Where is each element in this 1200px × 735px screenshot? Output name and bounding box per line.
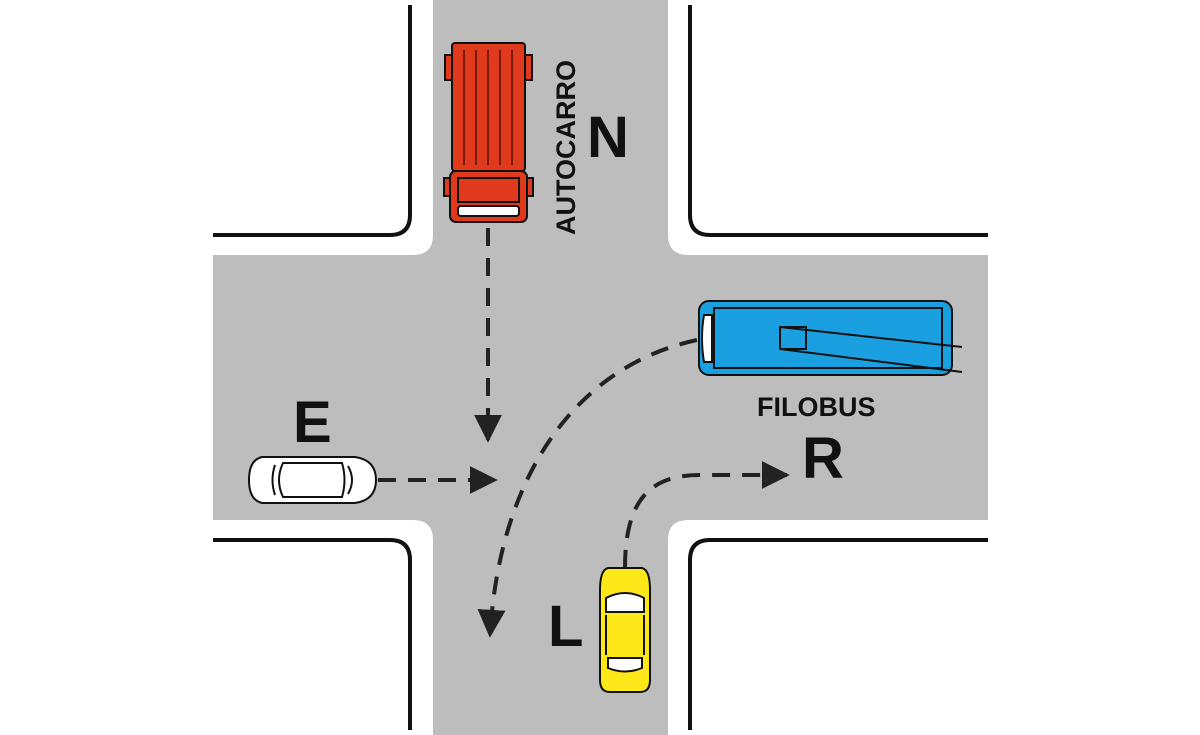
label-r: R <box>802 426 844 491</box>
label-l: L <box>548 594 583 659</box>
yellow-car-path-arrow <box>623 461 790 569</box>
label-autocarro: AUTOCARRO <box>551 60 581 235</box>
trajectories <box>378 228 790 638</box>
truck-autocarro <box>443 42 534 223</box>
trolleybus-path-arrow <box>477 338 698 638</box>
curb-inner <box>213 5 988 730</box>
label-filobus: FILOBUS <box>757 392 876 422</box>
curbs <box>213 5 988 730</box>
yellow-car <box>599 567 651 693</box>
label-n: N <box>587 105 629 170</box>
white-car <box>247 456 378 504</box>
label-e: E <box>293 390 332 455</box>
trolleybus-filobus <box>698 300 963 376</box>
